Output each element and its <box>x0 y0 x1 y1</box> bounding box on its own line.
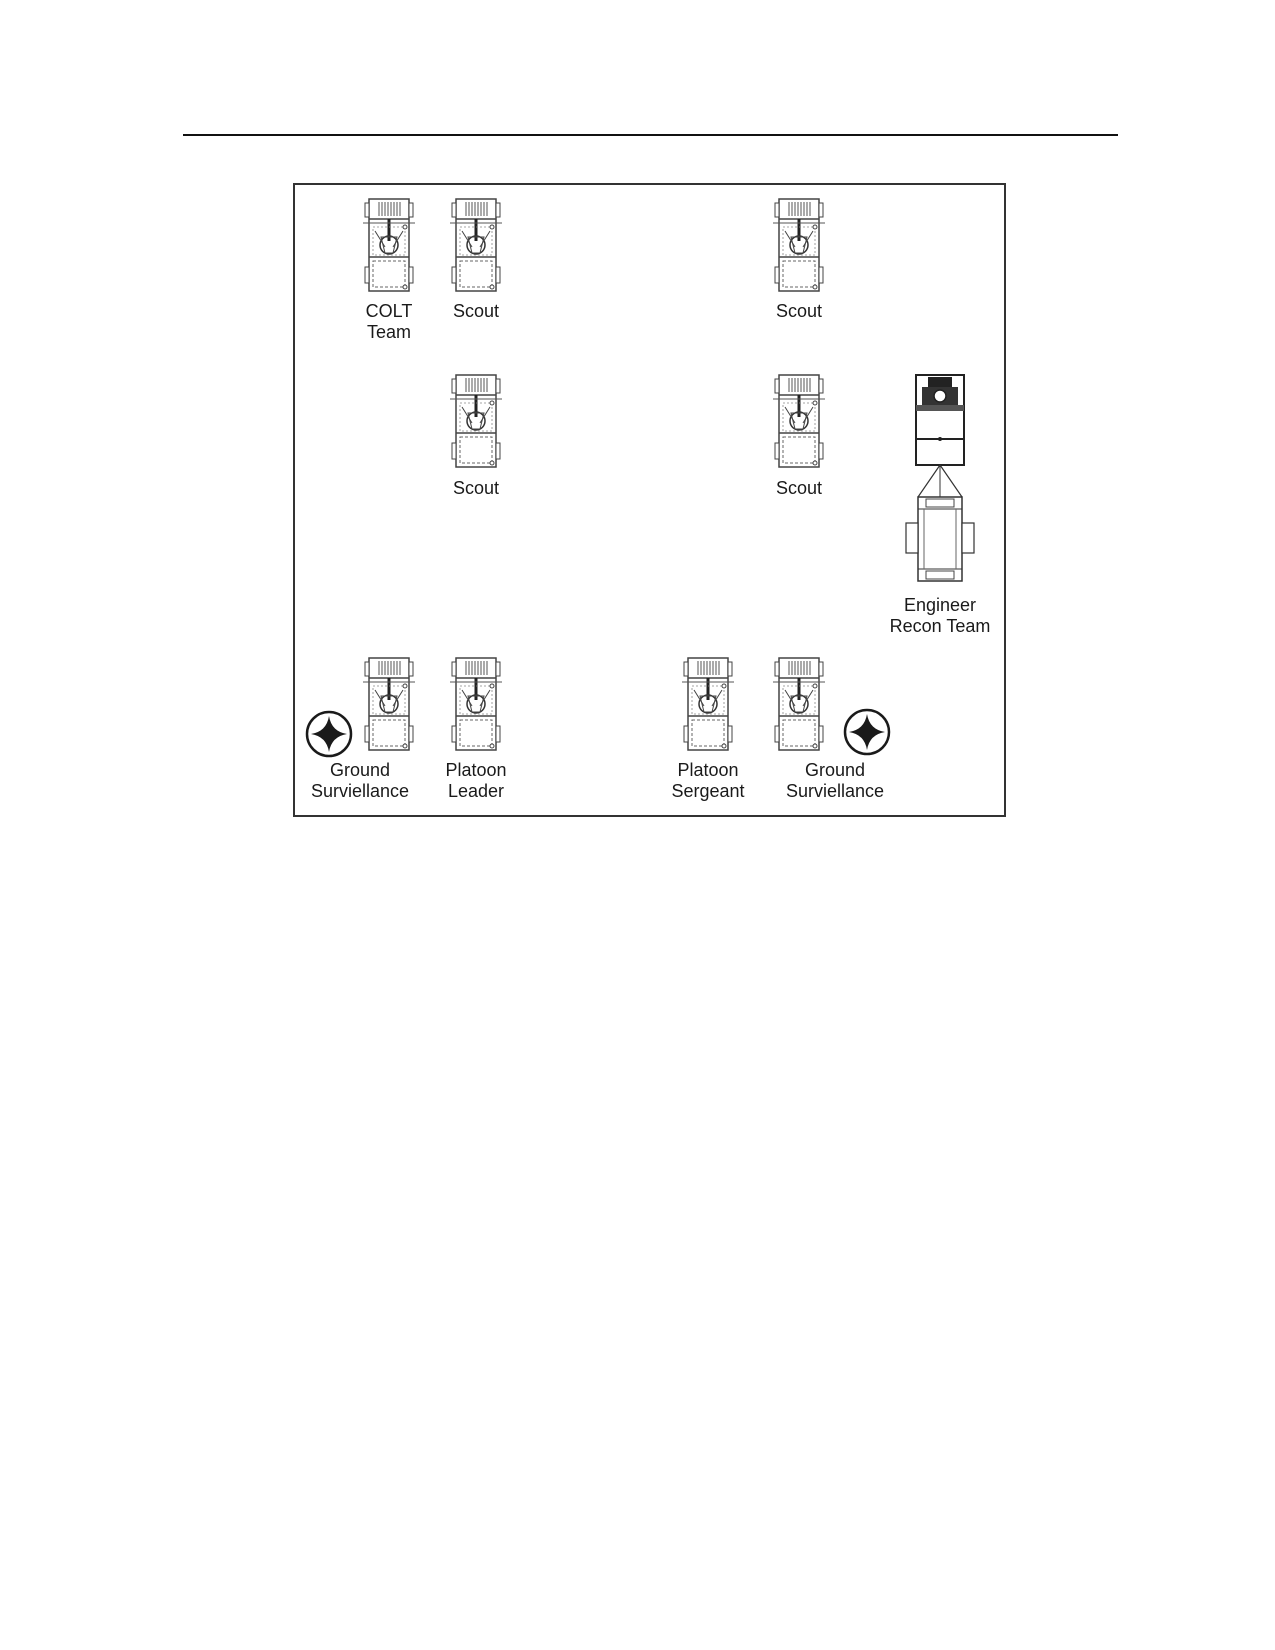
platoon-sergeant-vehicle-icon <box>682 656 734 752</box>
platoon-sergeant-label-line1: Platoon <box>677 760 739 780</box>
gsr-right-label-line2: Surviellance <box>785 781 885 801</box>
platoon-leader-vehicle-icon <box>450 656 502 752</box>
scout-2-label: Scout <box>759 301 839 322</box>
ground-surveillance-left-label: Ground Surviellance <box>305 760 415 802</box>
diagram-frame <box>293 183 1006 817</box>
colt-team-label-line2: Team <box>366 322 411 342</box>
gsr-left-label-line2: Surviellance <box>310 781 410 801</box>
platoon-leader-label-line1: Platoon <box>445 760 507 780</box>
colt-team-vehicle-icon <box>363 197 415 293</box>
colt-team-label: COLT Team <box>353 301 425 343</box>
colt-team-label-line1: COLT <box>365 301 413 321</box>
top-rule <box>183 134 1118 136</box>
ground-surveillance-right-icon <box>843 708 891 756</box>
scout-4-label-line1: Scout <box>775 478 823 498</box>
scout-4-vehicle-icon <box>773 373 825 469</box>
scout-4-label: Scout <box>759 478 839 499</box>
ground-surveillance-right-label: Ground Surviellance <box>777 760 893 802</box>
engineer-label-line1: Engineer <box>903 595 977 615</box>
platoon-sergeant-label-line2: Sergeant <box>671 781 745 801</box>
scout-1-vehicle-icon <box>450 197 502 293</box>
engineer-vehicle-icon <box>904 373 976 585</box>
platoon-sergeant-label: Platoon Sergeant <box>660 760 756 802</box>
scout-1-label: Scout <box>436 301 516 322</box>
scout-3-vehicle-icon <box>450 373 502 469</box>
engineer-recon-team-label: Engineer Recon Team <box>880 595 1000 637</box>
platoon-leader-label: Platoon Leader <box>432 760 520 802</box>
scout-2-vehicle-icon <box>773 197 825 293</box>
engineer-label-line2: Recon Team <box>889 616 991 636</box>
scout-2-label-line1: Scout <box>775 301 823 321</box>
ground-surveillance-left-vehicle-icon <box>363 656 415 752</box>
gsr-right-label-line1: Ground <box>804 760 866 780</box>
scout-3-label: Scout <box>436 478 516 499</box>
scout-3-label-line1: Scout <box>452 478 500 498</box>
scout-1-label-line1: Scout <box>452 301 500 321</box>
gsr-left-label-line1: Ground <box>329 760 391 780</box>
ground-surveillance-right-vehicle-icon <box>773 656 825 752</box>
platoon-leader-label-line2: Leader <box>447 781 505 801</box>
ground-surveillance-left-icon <box>305 710 353 758</box>
